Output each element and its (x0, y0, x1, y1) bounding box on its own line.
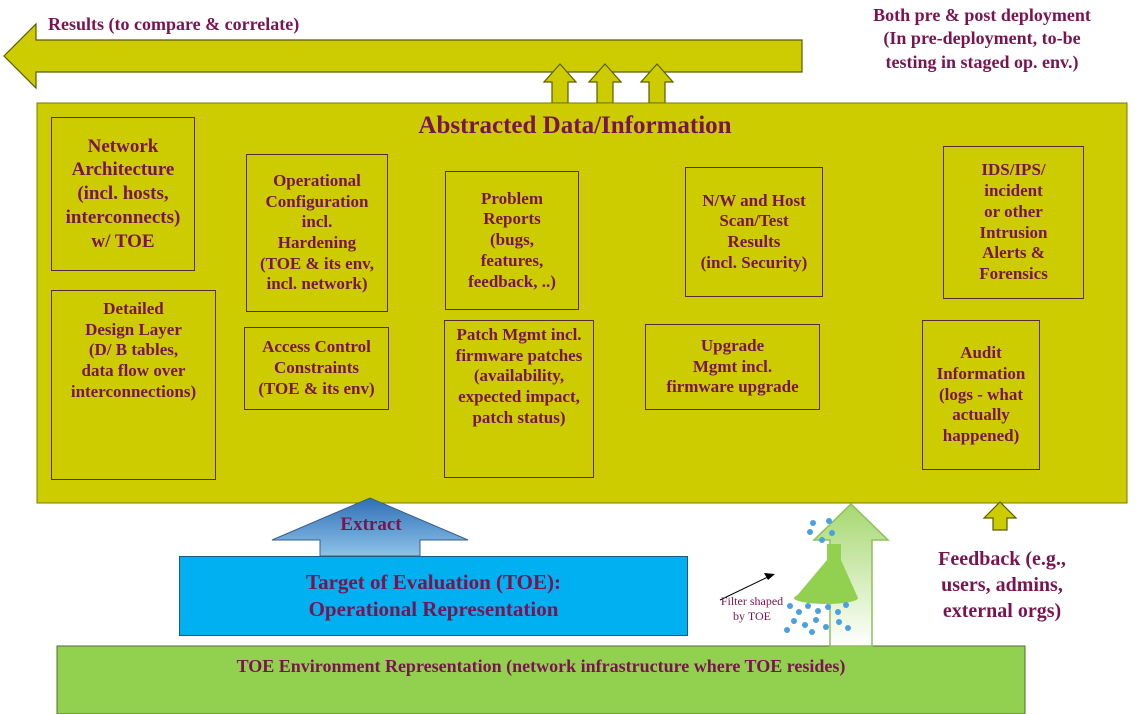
abstracted-data-panel (36, 102, 1128, 504)
audit-info-box: Audit Information (logs - what actually … (922, 320, 1040, 470)
ids-ips-box: IDS/IPS/ incident or other Intrusion Ale… (943, 146, 1084, 299)
scan-results-box: N/W and Host Scan/Test Results (incl. Se… (685, 167, 823, 297)
operational-config-box: Operational Configuration incl. Hardenin… (246, 154, 388, 312)
upgrade-mgmt-box: Upgrade Mgmt incl. firmware upgrade (645, 324, 820, 410)
filter-pointer-line (719, 575, 771, 601)
results-label: Results (to compare & correlate) (48, 14, 300, 34)
filter-label: Filter shaped by TOE (720, 594, 784, 623)
patch-mgmt-box: Patch Mgmt incl. firmware patches (avail… (444, 320, 594, 478)
toe-box: Target of Evaluation (TOE): Operational … (179, 556, 688, 636)
extract-arrow (271, 497, 469, 557)
filtered-feedback-arrow (812, 502, 890, 647)
detailed-design-box: Detailed Design Layer (D/ B tables, data… (51, 290, 216, 480)
main-title: Abstracted Data/Information (418, 112, 732, 139)
up-arrows (542, 63, 675, 104)
extract-label: Extract (340, 514, 402, 535)
feedback-label: Feedback (e.g., users, admins, external … (938, 548, 1066, 622)
filter-icon (784, 518, 858, 635)
access-control-box: Access Control Constraints (TOE & its en… (244, 327, 389, 410)
environment-box (56, 645, 1026, 714)
deployment-note: Both pre & post deployment (In pre-deplo… (873, 5, 1091, 72)
problem-reports-box: Problem Reports (bugs, features, feedbac… (445, 171, 579, 310)
filter-pointer-head (764, 573, 775, 580)
environment-label: TOE Environment Representation (network … (236, 656, 846, 676)
feedback-arrow (982, 501, 1018, 531)
network-architecture-box: Network Architecture (incl. hosts, inter… (51, 117, 195, 271)
